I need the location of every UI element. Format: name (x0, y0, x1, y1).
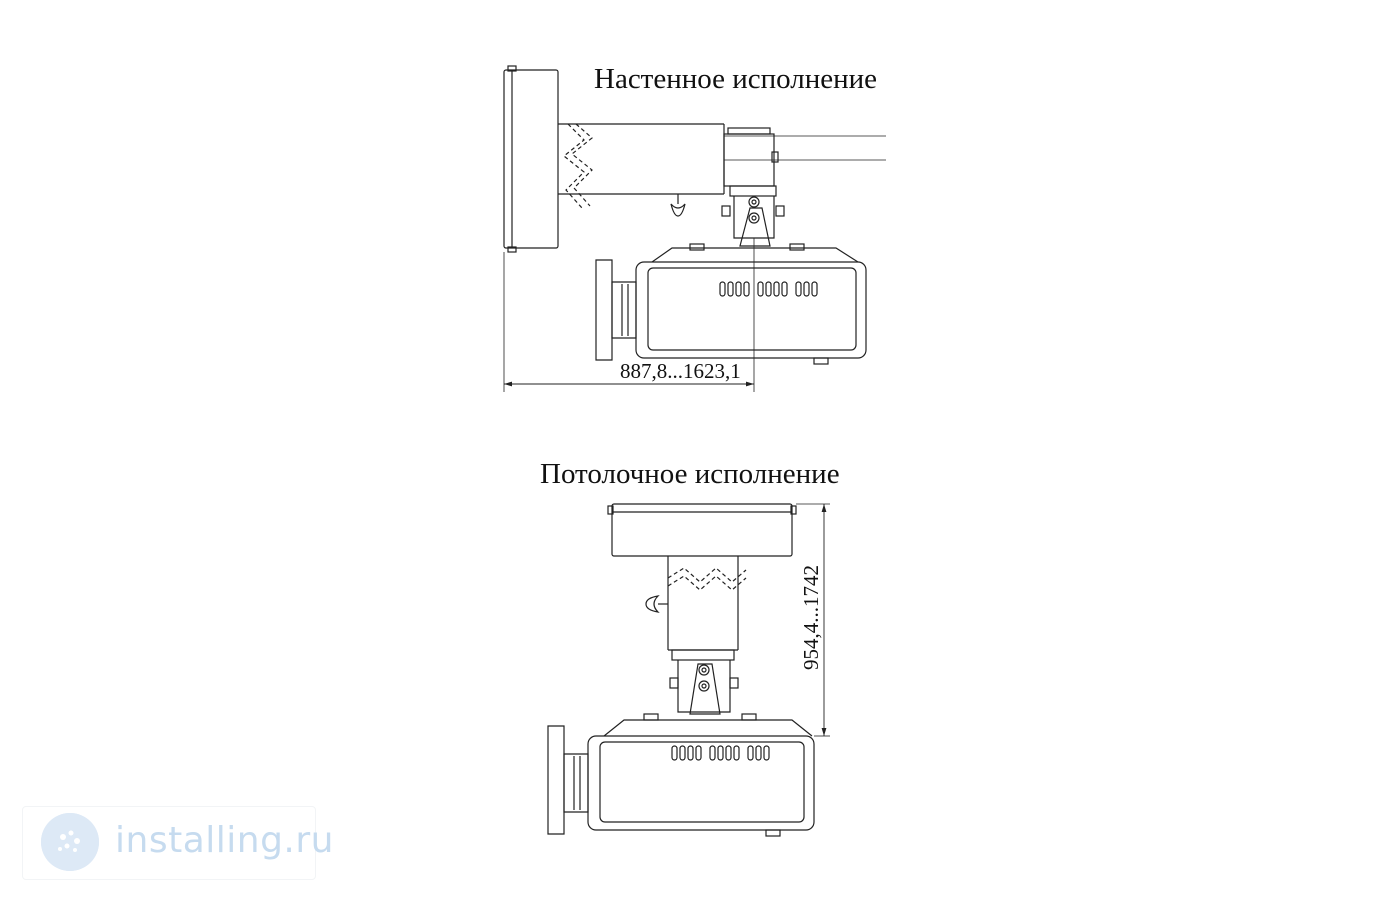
ceiling-projector (547, 713, 815, 837)
vent-slots (719, 281, 818, 297)
ceiling-mount-title: Потолочное исполнение (540, 458, 840, 490)
adjustment-knob (670, 194, 686, 217)
wall-plate (503, 65, 559, 253)
arm-coupler (723, 127, 779, 187)
ceiling-drop-dimension (796, 503, 830, 737)
wall-mount-title: Настенное исполнение (594, 63, 878, 95)
ceiling-plate (607, 503, 797, 557)
extension-arm (558, 123, 886, 209)
ceiling-tilt-bracket (669, 649, 739, 715)
watermark: installing.ru (22, 806, 333, 880)
ceiling-vent-slots (671, 745, 770, 761)
vertical-arm (667, 556, 747, 651)
wall-reach-dimension (503, 238, 755, 392)
ceiling-adjustment-knob (645, 595, 668, 613)
watermark-text: installing.ru (115, 820, 334, 861)
tilt-bracket (721, 185, 785, 247)
ceiling-drop-label: 954,4...1742 (799, 565, 823, 670)
wall-projector (595, 243, 867, 365)
wall-mount-drawing (503, 65, 886, 392)
wall-reach-label: 887,8...1623,1 (620, 359, 741, 383)
ceiling-mount-drawing (547, 503, 830, 837)
brand-logo-icon (41, 813, 99, 871)
